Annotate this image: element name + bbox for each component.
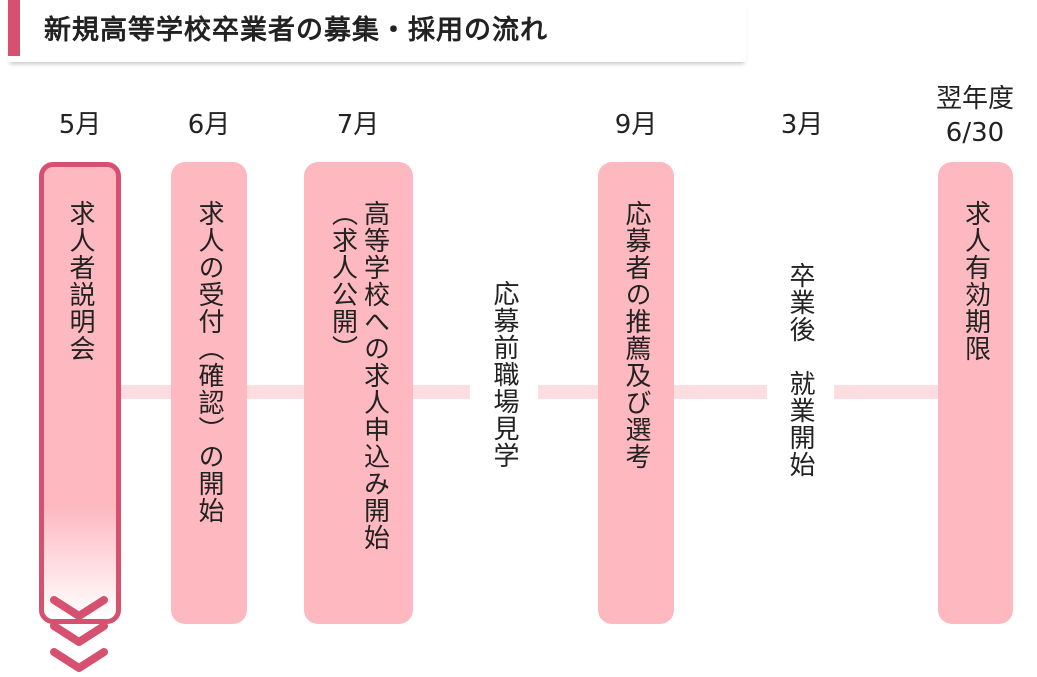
page-title: 新規高等学校卒業者の募集・採用の流れ [44, 15, 548, 46]
step-info-session-label: 求人者説明会 [65, 200, 95, 362]
next-year-date: 6/30 [945, 118, 1005, 148]
step-application: 高等学校への求人申込み開始（求人公開） [304, 162, 413, 624]
month-label-july: 7月 [336, 110, 380, 140]
connector-6 [834, 385, 940, 399]
next-year-label: 翌年度 [935, 84, 1014, 114]
chevron-down-icon [50, 596, 108, 672]
connector-1 [120, 385, 172, 399]
step-validity: 求人有効期限 [938, 162, 1013, 624]
step-graduation-label: 卒業後 就業開始 [785, 262, 815, 478]
step-info-session: 求人者説明会 [39, 162, 121, 624]
connector-3 [412, 385, 470, 399]
step-acceptance: 求人の受付（確認）の開始 [171, 162, 247, 624]
title-accent-bar [8, 0, 20, 56]
month-label-march: 3月 [780, 110, 824, 140]
month-label-may: 5月 [58, 110, 102, 140]
connector-4 [538, 385, 600, 399]
connector-2 [246, 385, 306, 399]
month-label-next-year: 翌年度 6/30 [915, 82, 1035, 150]
step-application-text: 高等学校への求人申込み開始（求人公開） [327, 200, 391, 551]
step-application-label: 高等学校への求人申込み開始 [359, 200, 390, 551]
step-application-note: （求人公開） [327, 200, 358, 362]
step-validity-label: 求人有効期限 [960, 200, 991, 362]
title-bar: 新規高等学校卒業者の募集・採用の流れ [8, 0, 746, 62]
month-label-september: 9月 [614, 110, 658, 140]
month-label-june: 6月 [187, 110, 231, 140]
step-acceptance-label: 求人の受付（確認）の開始 [194, 200, 224, 524]
step-workplace-visit-label: 応募前職場見学 [489, 280, 519, 469]
step-recommendation-label: 応募者の推薦及び選考 [621, 200, 651, 470]
step-recommendation: 応募者の推薦及び選考 [598, 162, 674, 624]
connector-5 [673, 385, 767, 399]
